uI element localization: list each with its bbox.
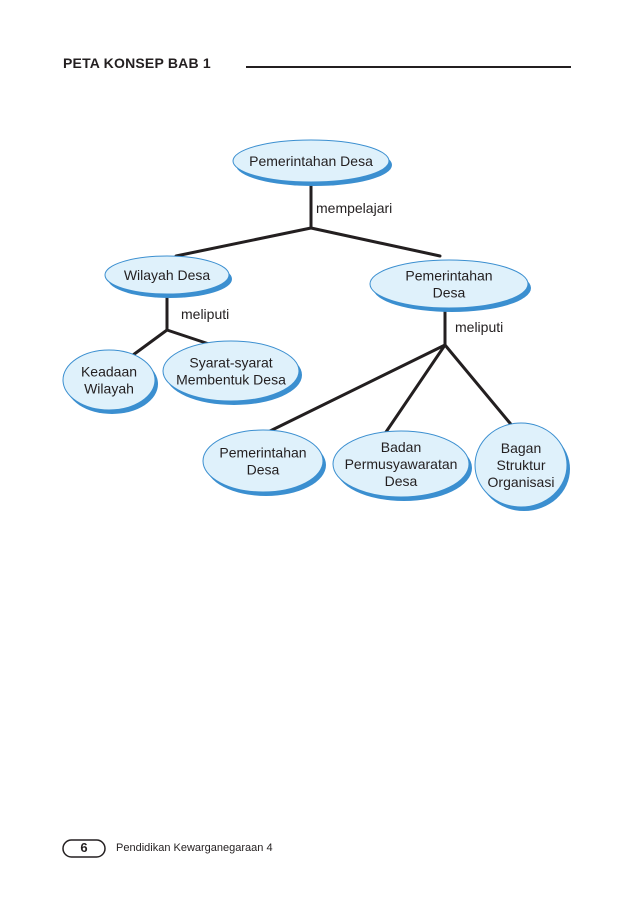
node-label: Organisasi (488, 474, 555, 490)
node-bubble (369, 259, 529, 309)
node-wilayah-desa: Wilayah Desa (104, 255, 232, 298)
node-label: Pemerintahan Desa (249, 153, 373, 169)
node-label: Pemerintahan (405, 268, 492, 284)
node-label: Desa (247, 462, 280, 478)
edge-root-wilayah (174, 226, 313, 258)
edge-label-meliputi-right: meliputi (455, 319, 503, 335)
node-label: Pemerintahan (219, 445, 306, 461)
node-label: Desa (385, 473, 418, 489)
connector-lines (131, 178, 516, 434)
node-bubble (232, 139, 390, 183)
page-number-badge (62, 839, 106, 858)
page-title: PETA KONSEP BAB 1 (63, 55, 211, 71)
node-label: Syarat-syarat (189, 355, 272, 371)
node-bubble (474, 422, 568, 508)
node-label: Keadaan (81, 364, 137, 380)
node-pemerintahan-desa-root: Pemerintahan Desa (232, 139, 392, 186)
node-bubble (104, 255, 230, 295)
edge-wilayah-keadaan (131, 328, 169, 357)
node-bubble (332, 430, 470, 498)
node-label: Permusyawaratan (345, 456, 458, 472)
edge-wilayah-syarat (165, 328, 214, 347)
node-label: Struktur (496, 457, 545, 473)
node-bubble (62, 349, 156, 411)
edge-to-pemerintahan-bottom (266, 343, 447, 434)
header-rule (246, 66, 571, 68)
edge-label-meliputi-left: meliputi (181, 306, 229, 322)
edge-root-pemerintahan (309, 226, 442, 258)
node-label: Badan (381, 439, 421, 455)
node-bubble (162, 340, 300, 402)
node-label: Desa (433, 285, 466, 301)
node-bubble (202, 429, 324, 493)
edge-to-badan (384, 343, 447, 434)
node-label: Membentuk Desa (176, 372, 286, 388)
book-title: Pendidikan Kewarganegaraan 4 (116, 842, 273, 854)
node-label: Wilayah Desa (124, 267, 211, 283)
node-label: Wilayah (84, 381, 134, 397)
page-number: 6 (80, 840, 88, 855)
edge-label-mempelajari: mempelajari (316, 200, 392, 216)
node-label: Bagan (501, 440, 541, 456)
edge-to-bagan (443, 343, 516, 430)
